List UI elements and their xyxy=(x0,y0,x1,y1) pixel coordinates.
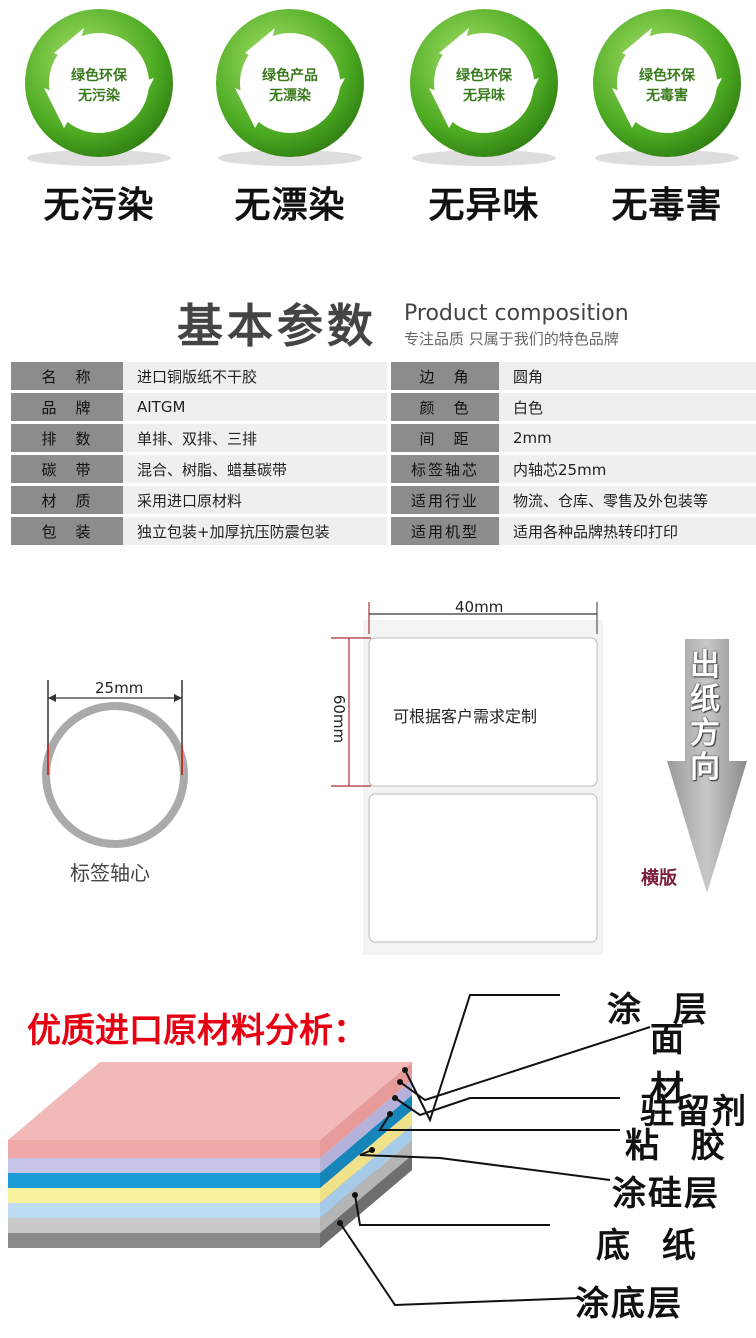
label-diagram xyxy=(331,602,603,955)
parameter-row: 名 称进口铜版纸不干胶边 角圆角 xyxy=(11,362,756,390)
label-1 xyxy=(368,637,598,787)
badge-title: 无毒害 xyxy=(611,185,723,226)
recycle-icon xyxy=(25,9,173,166)
param-label: 标签轴芯 xyxy=(391,455,499,483)
param-value: 适用各种品牌热转印打印 xyxy=(499,517,756,545)
direction-char: 方 xyxy=(690,716,720,751)
badge-title: 无异味 xyxy=(428,185,540,226)
layer-label: 粘 胶 xyxy=(625,1126,735,1166)
param-label: 适用机型 xyxy=(391,517,499,545)
layer-label: 驻留剂 xyxy=(640,1092,748,1132)
layer-label: 涂硅层 xyxy=(612,1174,720,1214)
recycle-icon xyxy=(593,9,741,166)
param-label: 碳 带 xyxy=(11,455,123,483)
param-label: 排 数 xyxy=(11,424,123,452)
section-subtitle: 专注品质 只属于我们的特色品牌 xyxy=(404,330,619,348)
param-value: 进口铜版纸不干胶 xyxy=(123,362,387,390)
badge-caption: 绿色产品无漂染 xyxy=(262,68,318,104)
param-value: 物流、仓库、零售及外包装等 xyxy=(499,486,756,514)
badge-caption: 绿色环保无异味 xyxy=(456,68,512,104)
eco-badge: 绿色产品无漂染无漂染 xyxy=(205,8,375,228)
materials-title: 优质进口原材料分析： xyxy=(27,1011,367,1051)
param-value: 2mm xyxy=(499,424,756,452)
layer-label: 涂底层 xyxy=(575,1284,683,1324)
direction-char: 出 xyxy=(690,648,720,683)
eco-badge: 绿色环保无污染无污染 xyxy=(14,8,184,228)
direction-char: 纸 xyxy=(690,682,720,717)
param-label: 适用行业 xyxy=(391,486,499,514)
recycle-icon xyxy=(216,9,364,166)
param-value: 混合、树脂、蜡基碳带 xyxy=(123,455,387,483)
badge-title: 无污染 xyxy=(43,185,155,226)
param-label: 名 称 xyxy=(11,362,123,390)
recycle-icon xyxy=(410,9,558,166)
layer-stack-diagram xyxy=(8,994,651,1307)
param-label: 包 装 xyxy=(11,517,123,545)
param-label: 颜 色 xyxy=(391,393,499,421)
core-dimension: 25mm xyxy=(95,679,144,697)
orientation-label: 横版 xyxy=(641,868,677,889)
param-value: 白色 xyxy=(499,393,756,421)
label-height: 60mm xyxy=(330,694,349,744)
eco-badge: 绿色环保无异味无异味 xyxy=(399,8,569,228)
core-ring xyxy=(42,702,188,848)
param-label: 材 质 xyxy=(11,486,123,514)
parameter-row: 碳 带混合、树脂、蜡基碳带标签轴芯内轴芯25mm xyxy=(11,455,756,483)
param-label: 品 牌 xyxy=(11,393,123,421)
param-value: 单排、双排、三排 xyxy=(123,424,387,452)
layer-label: 涂 层 xyxy=(607,990,717,1030)
eco-badge: 绿色环保无毒害无毒害 xyxy=(582,8,752,228)
layer-label: 面 材 xyxy=(650,1020,694,1109)
section-title: 基本参数 xyxy=(177,299,377,353)
param-label: 间 距 xyxy=(391,424,499,452)
param-value: 内轴芯25mm xyxy=(499,455,756,483)
direction-char: 向 xyxy=(690,750,720,785)
label-note: 可根据客户需求定制 xyxy=(393,707,538,726)
badge-title: 无漂染 xyxy=(234,185,346,226)
paper-direction-arrow xyxy=(667,639,747,893)
parameter-row: 包 装独立包装+加厚抗压防震包装适用机型适用各种品牌热转印打印 xyxy=(11,517,756,545)
badge-caption: 绿色环保无毒害 xyxy=(639,68,695,104)
param-value: 独立包装+加厚抗压防震包装 xyxy=(123,517,387,545)
core-diagram xyxy=(42,680,188,848)
param-value: 采用进口原材料 xyxy=(123,486,387,514)
param-label: 边 角 xyxy=(391,362,499,390)
label-width: 40mm xyxy=(455,598,504,616)
label-2 xyxy=(368,793,598,943)
param-value: AITGM xyxy=(123,393,387,421)
core-caption: 标签轴心 xyxy=(70,861,150,885)
parameter-row: 材 质采用进口原材料适用行业物流、仓库、零售及外包装等 xyxy=(11,486,756,514)
section-title-english: Product composition xyxy=(404,301,629,326)
layer-label: 底 纸 xyxy=(596,1226,706,1266)
badge-caption: 绿色环保无污染 xyxy=(71,68,127,104)
param-value: 圆角 xyxy=(499,362,756,390)
